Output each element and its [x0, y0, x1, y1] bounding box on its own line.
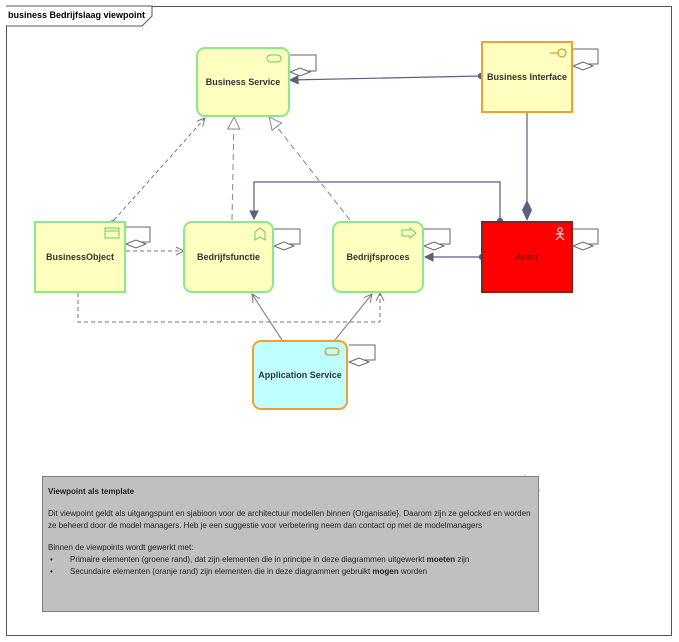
node-bedrijfsfunctie[interactable]: Bedrijfsfunctie — [183, 221, 274, 293]
service-icon — [324, 347, 340, 356]
note-bullets: Primaire elementen (groene rand), dat zi… — [48, 554, 533, 578]
edge-application-bedrijfsproces — [334, 294, 372, 341]
edge-bottom-access — [78, 293, 380, 323]
node-businessobject[interactable]: BusinessObject — [34, 221, 126, 293]
title-tab — [6, 5, 153, 27]
composition-diamond — [522, 200, 532, 221]
diagram-frame — [6, 6, 672, 636]
actor-icon — [555, 227, 565, 241]
edge-businessobject-service — [114, 118, 205, 220]
node-label: Bedrijfsfunctie — [196, 252, 260, 262]
node-actor[interactable]: Actor — [481, 221, 573, 293]
self-relations — [124, 48, 599, 367]
note-bullet-secondary: Secundaire elementen (oranje rand) zijn … — [50, 566, 533, 578]
node-application-service[interactable]: Application Service — [252, 340, 348, 410]
service-icon — [266, 54, 282, 63]
edge-application-bedrijfsfunctie — [252, 294, 283, 341]
node-label: Business Service — [205, 77, 281, 87]
object-icon — [104, 227, 120, 239]
interface-icon — [550, 48, 567, 58]
note-paragraph: Dit viewpoint geldt als uitgangspunt en … — [48, 509, 531, 530]
note-paragraph-intro: Binnen de viewpoints wordt gewerkt met: — [48, 543, 194, 552]
node-label: Bedrijfsproces — [346, 252, 410, 262]
node-label: Business Interface — [486, 72, 568, 82]
note-title: Viewpoint als template — [48, 487, 135, 496]
node-label: Application Service — [258, 370, 342, 380]
edge-bedrijfsfunctie-service — [232, 118, 234, 221]
process-icon — [401, 227, 417, 239]
node-label: Actor — [515, 252, 539, 262]
edge-interface-service — [290, 76, 481, 80]
node-label: BusinessObject — [45, 252, 115, 262]
node-bedrijfsproces[interactable]: Bedrijfsproces — [332, 221, 424, 293]
function-icon — [254, 227, 266, 241]
node-business-service[interactable]: Business Service — [196, 47, 290, 117]
note-viewpoint-template: Viewpoint als template Dit viewpoint gel… — [42, 476, 539, 612]
edge-bedrijfsproces-service — [270, 118, 351, 221]
diagram-title: business Bedrijfslaag viewpoint — [8, 10, 146, 20]
note-bullet-primary: Primaire elementen (groene rand), dat zi… — [50, 554, 533, 566]
edge-actor-bedrijfsfunctie — [254, 181, 500, 221]
node-business-interface[interactable]: Business Interface — [481, 41, 573, 113]
